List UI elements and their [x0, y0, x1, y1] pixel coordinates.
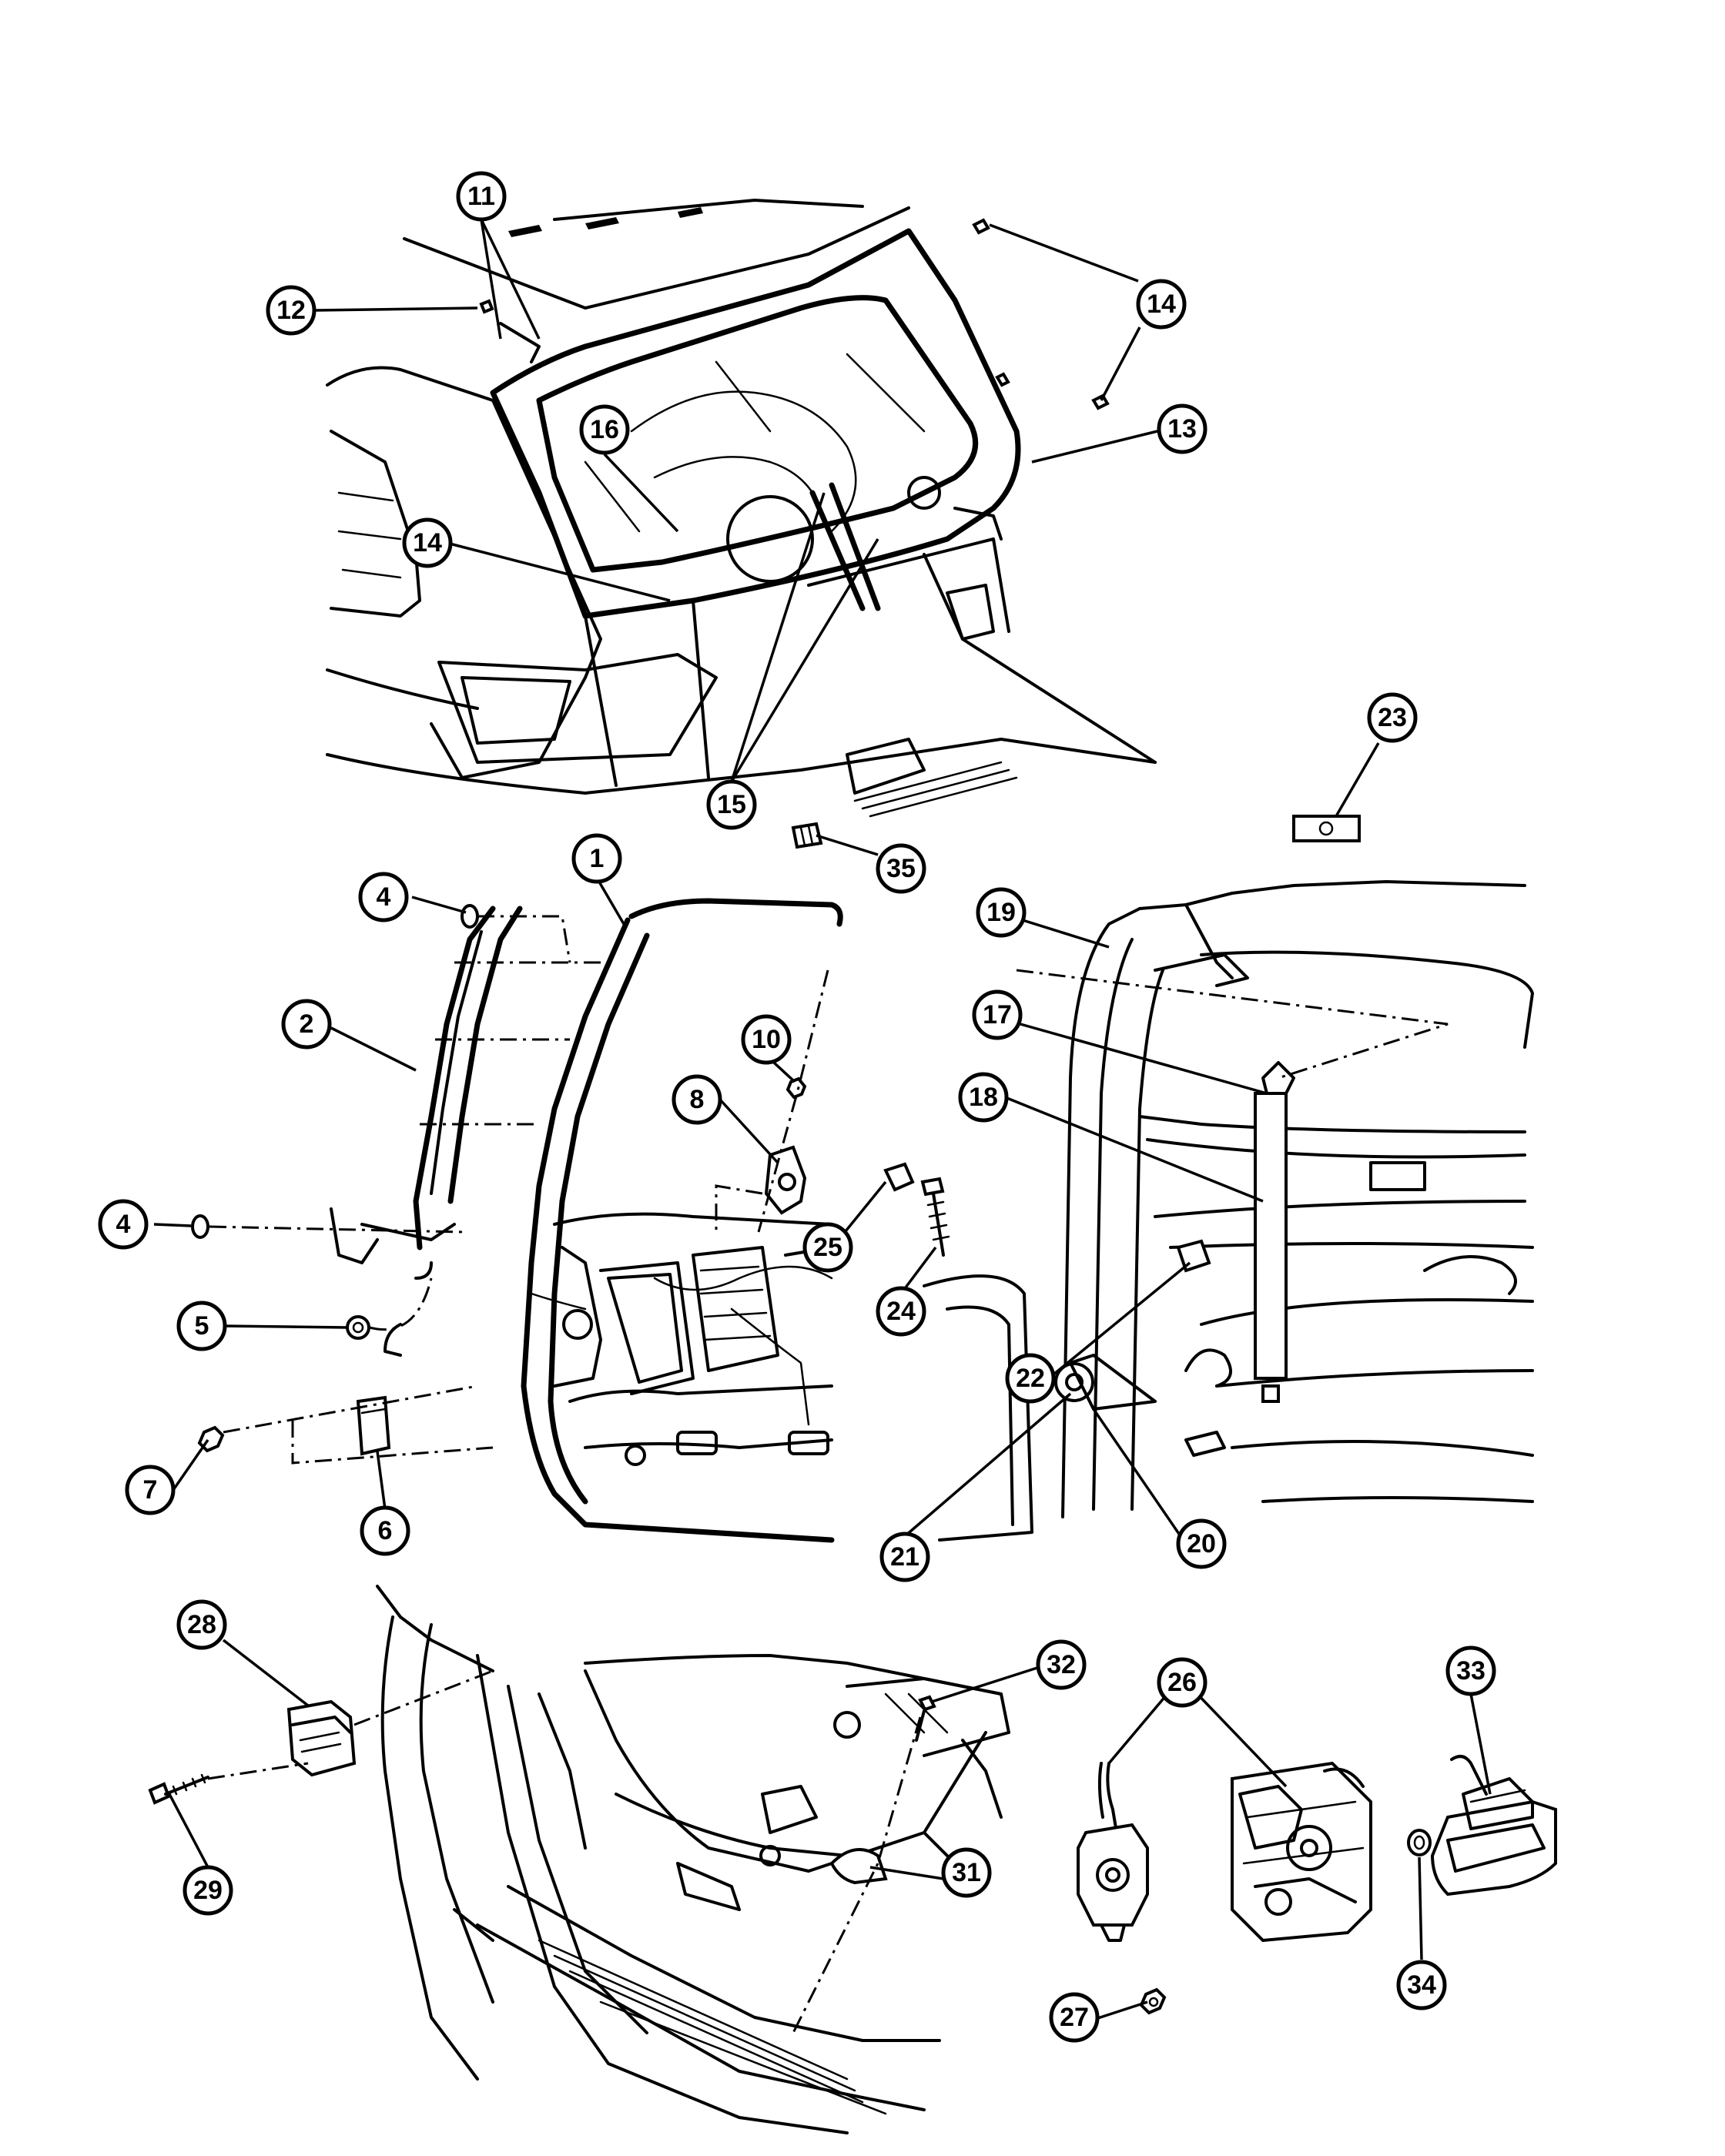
- callout-number: 1: [590, 844, 605, 873]
- vehicle-rear-liftgate-illustration: [326, 199, 1157, 818]
- callout-number: 32: [1047, 1650, 1076, 1679]
- callout-27: 27: [1049, 1992, 1100, 2043]
- callout-number: 20: [1187, 1529, 1216, 1558]
- callout-28: 28: [176, 1599, 227, 1650]
- callout-number: 4: [116, 1210, 131, 1239]
- label-plate-23: [1292, 815, 1361, 842]
- callout-number: 14: [1147, 290, 1176, 319]
- callout-6: 6: [360, 1505, 410, 1556]
- callout-32: 32: [1036, 1639, 1087, 1690]
- callout-number: 24: [886, 1297, 916, 1326]
- callout-20: 20: [1176, 1518, 1227, 1569]
- liftgate-inner-illustration: [330, 898, 843, 1543]
- callout-34: 34: [1396, 1960, 1447, 2010]
- clip-4-parts: [191, 904, 479, 1239]
- callout-number: 25: [813, 1233, 842, 1262]
- vehicle-rear-opening-illustration: [376, 1585, 1010, 2134]
- callout-10: 10: [741, 1014, 792, 1065]
- callout-number: 12: [276, 296, 306, 325]
- callout-number: 19: [986, 898, 1016, 927]
- callout-17: 17: [972, 989, 1023, 1040]
- callout-16: 16: [579, 404, 630, 455]
- callout-number: 14: [413, 528, 442, 557]
- callout-number: 13: [1167, 414, 1197, 444]
- callout-2: 2: [281, 999, 332, 1050]
- power-actuator-26a: [1077, 1762, 1149, 1942]
- bumper-25: [883, 1162, 915, 1192]
- callout-number: 18: [969, 1083, 998, 1112]
- callout-number: 33: [1456, 1656, 1486, 1686]
- callout-number: 29: [193, 1876, 223, 1905]
- callout-number: 6: [378, 1516, 393, 1545]
- bolt-32: [915, 1695, 936, 1742]
- callout-number: 8: [690, 1085, 705, 1114]
- leader-lines: [153, 219, 1492, 2034]
- callout-number: 27: [1060, 2003, 1089, 2032]
- callout-14-top: 14: [1136, 279, 1187, 330]
- vehicle-opening-strut-illustration: [923, 880, 1534, 1542]
- handle-33: [1430, 1755, 1557, 1897]
- callout-number: 28: [187, 1610, 216, 1639]
- bolt-24: [920, 1177, 950, 1257]
- latch-8: [764, 1145, 807, 1215]
- grommet-34: [1407, 1829, 1432, 1856]
- callout-18: 18: [958, 1072, 1009, 1123]
- bumper-35: [791, 822, 823, 849]
- bracket-6: [356, 1395, 391, 1456]
- callout-4-top: 4: [358, 872, 409, 922]
- screw-27: [1139, 1987, 1167, 2015]
- callout-23: 23: [1367, 692, 1418, 743]
- grommet-5: [346, 1315, 370, 1340]
- callout-number: 5: [195, 1311, 209, 1341]
- callout-number: 4: [377, 882, 391, 912]
- callout-22: 22: [1005, 1353, 1056, 1404]
- callout-number: 16: [590, 415, 619, 444]
- callout-number: 23: [1378, 703, 1407, 732]
- callout-4-bottom: 4: [98, 1199, 149, 1250]
- nut-10: [785, 1076, 807, 1100]
- callout-number: 35: [886, 854, 916, 883]
- callout-7: 7: [125, 1465, 176, 1515]
- callout-number: 31: [952, 1858, 981, 1887]
- callout-number: 15: [717, 790, 746, 819]
- callout-21: 21: [879, 1532, 930, 1582]
- callout-24: 24: [876, 1286, 926, 1337]
- callout-15: 15: [706, 779, 757, 830]
- callout-number: 34: [1407, 1970, 1436, 2000]
- callout-number: 21: [890, 1542, 919, 1572]
- callout-19: 19: [976, 887, 1027, 938]
- callout-number: 7: [143, 1475, 158, 1505]
- callout-number: 22: [1016, 1364, 1045, 1393]
- callout-number: 11: [467, 182, 495, 211]
- callout-25: 25: [802, 1222, 853, 1273]
- callout-12: 12: [266, 285, 317, 336]
- callout-number: 10: [752, 1025, 781, 1054]
- callout-number: 17: [983, 1000, 1012, 1029]
- callout-1: 1: [571, 833, 622, 884]
- callout-33: 33: [1445, 1645, 1496, 1696]
- callout-5: 5: [176, 1301, 227, 1351]
- screw-29: [148, 1773, 209, 1805]
- callout-8: 8: [672, 1074, 722, 1125]
- callout-11: 11: [456, 171, 507, 222]
- callout-26: 26: [1157, 1657, 1208, 1708]
- callout-29: 29: [183, 1865, 233, 1916]
- callout-13: 13: [1157, 403, 1208, 454]
- callout-number: 2: [300, 1009, 314, 1039]
- callout-number: 26: [1167, 1668, 1197, 1697]
- latch-assembly-26b: [1231, 1761, 1372, 1943]
- bumper-block-28: [286, 1699, 357, 1777]
- callout-35: 35: [876, 843, 926, 894]
- callout-14-left: 14: [402, 517, 453, 568]
- hardware-fasteners-top: [479, 218, 1110, 410]
- callout-31: 31: [941, 1847, 992, 1898]
